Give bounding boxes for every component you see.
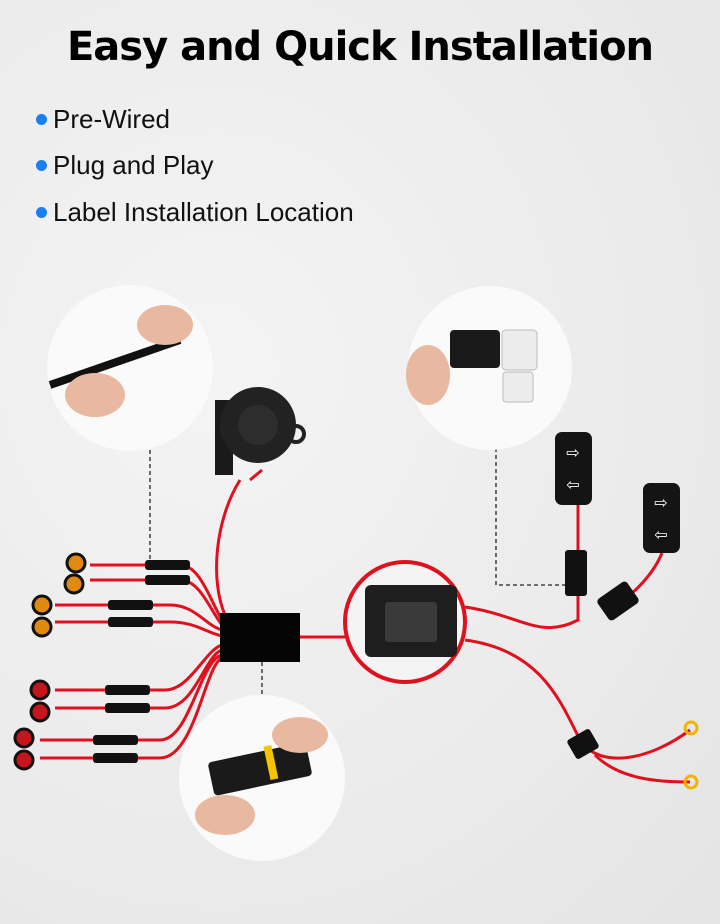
feature-item: Pre-Wired — [36, 96, 354, 143]
svg-text:⇦: ⇦ — [654, 527, 667, 544]
controller-module — [343, 560, 467, 684]
feature-label: Pre-Wired — [53, 103, 171, 134]
feature-item: Label Installation Location — [36, 189, 354, 236]
page-title: Easy and Quick Installation — [66, 24, 654, 70]
svg-text:⇨: ⇨ — [654, 495, 667, 512]
bullet-icon — [36, 206, 47, 218]
horn-icon — [215, 387, 306, 475]
junction-box — [220, 613, 300, 662]
feature-list: Pre-Wired Plug and Play Label Installati… — [36, 96, 354, 236]
rocker-switch-icon: ⇨ ⇦ — [643, 483, 680, 553]
feature-label: Label Installation Location — [53, 196, 354, 227]
leader-lines — [149, 448, 565, 697]
inline-connectors — [93, 550, 639, 763]
amber-lights — [31, 552, 87, 638]
connector-photo-callout — [179, 695, 345, 861]
ring-terminal-icon — [683, 720, 699, 790]
svg-text:⇦: ⇦ — [566, 477, 579, 494]
feature-label: Plug and Play — [53, 150, 214, 181]
connector-photo-callout — [406, 286, 572, 450]
svg-text:⇨: ⇨ — [566, 445, 579, 462]
red-lights — [13, 679, 51, 771]
connector-photo-callout — [47, 285, 213, 451]
feature-item: Plug and Play — [36, 143, 354, 190]
rocker-switch-icon: ⇨ ⇦ — [555, 432, 592, 505]
bullet-icon — [36, 113, 47, 125]
bullet-icon — [36, 160, 47, 172]
wires — [40, 468, 691, 784]
